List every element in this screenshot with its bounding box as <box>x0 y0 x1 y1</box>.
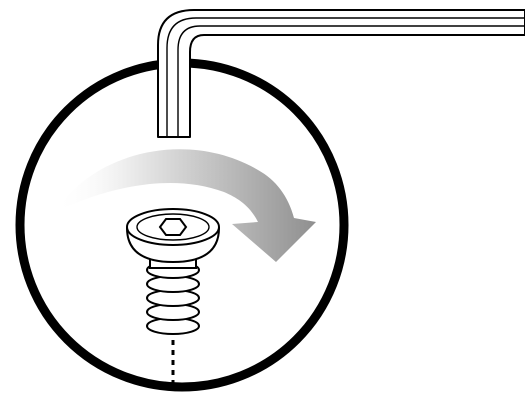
hex-socket-screw-icon <box>125 208 221 335</box>
hex-key-icon <box>157 9 525 138</box>
clockwise-rotation-arrow-icon <box>55 149 316 262</box>
